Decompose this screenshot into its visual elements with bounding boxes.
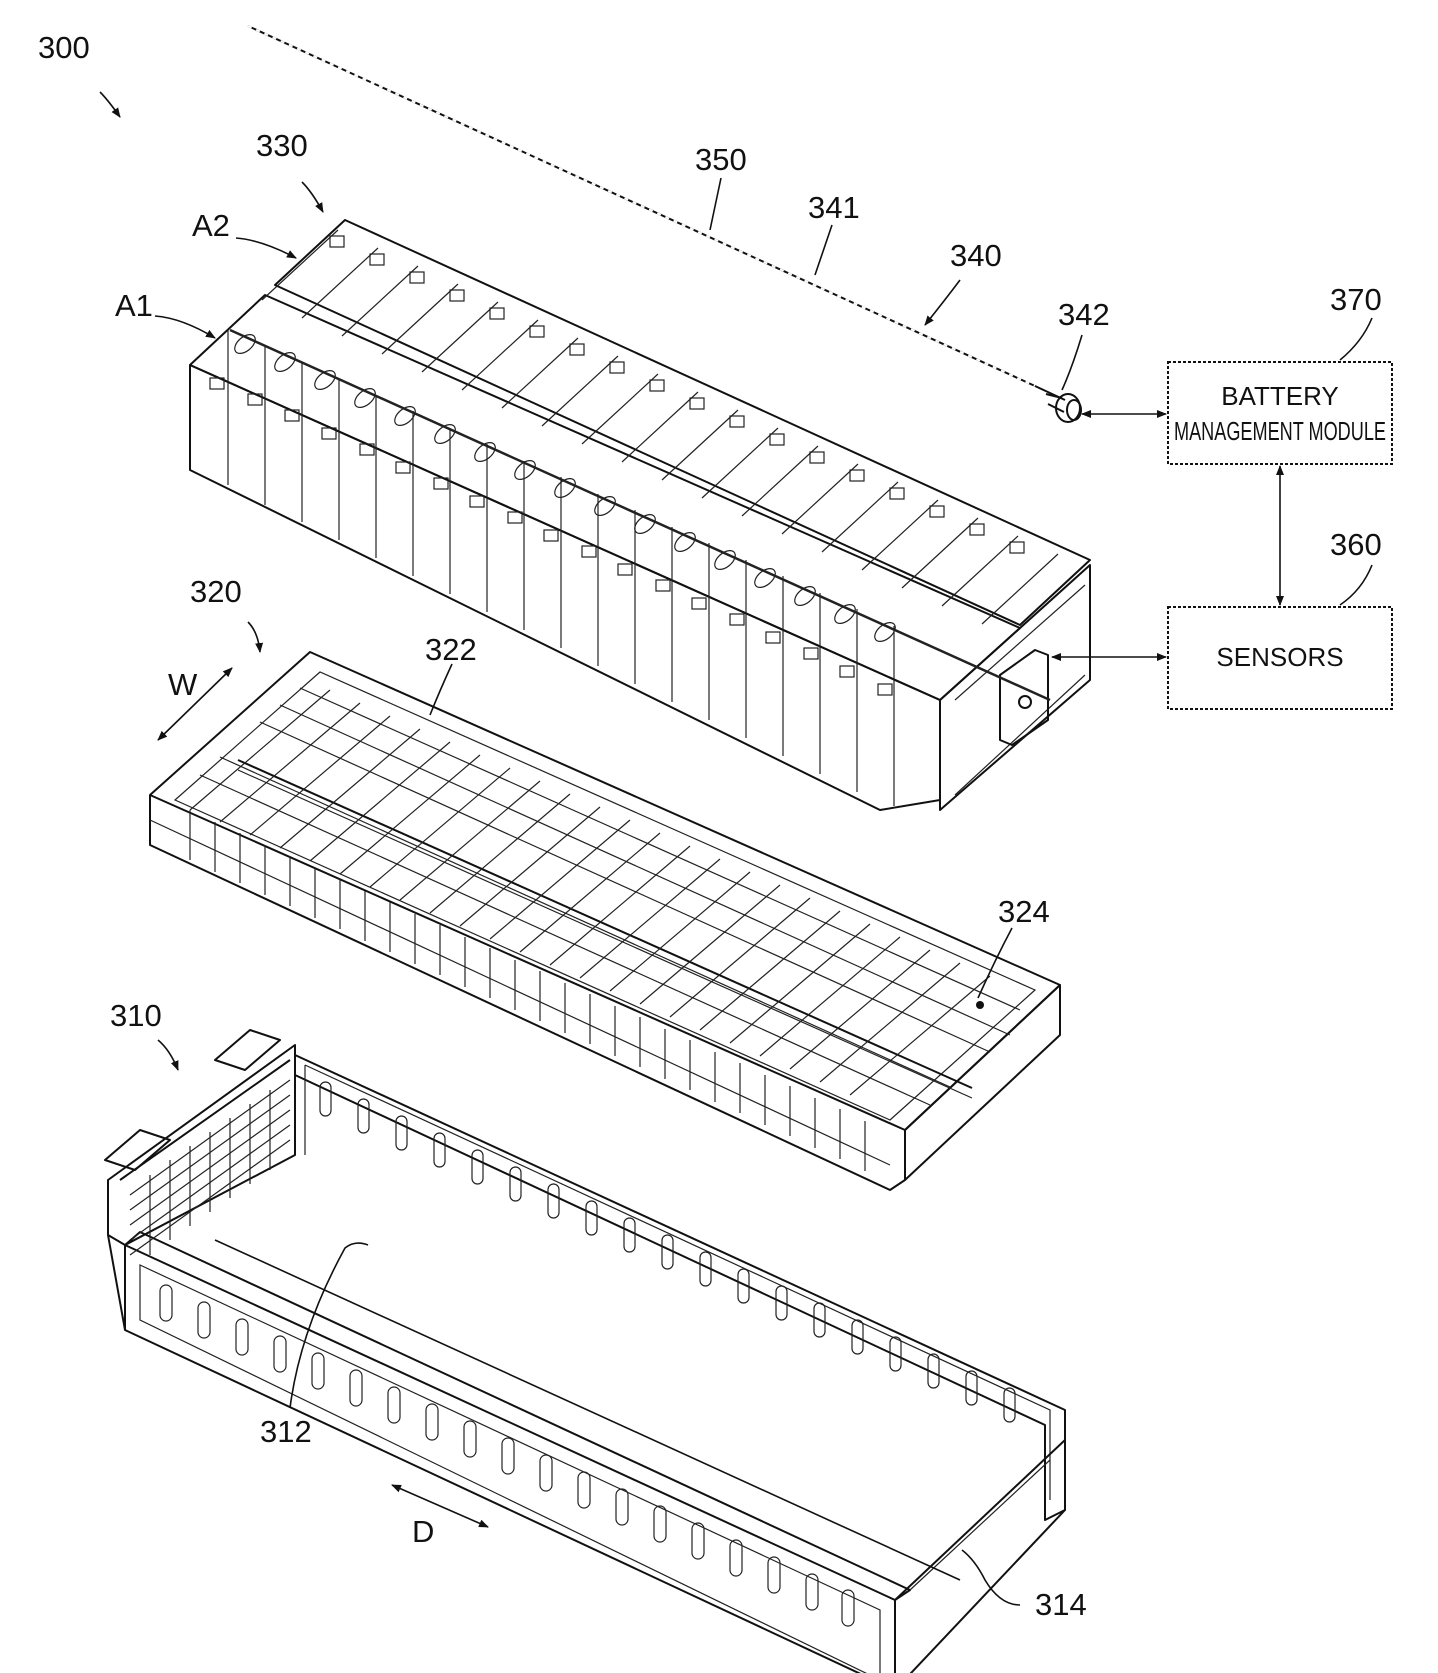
battery-cell-stack: [190, 220, 1090, 810]
label-312: 312: [260, 1414, 312, 1449]
label-324: 324: [998, 894, 1050, 929]
label-a1: A1: [115, 288, 153, 323]
label-360: 360: [1330, 527, 1382, 562]
bmm-label-line1: BATTERY: [1221, 381, 1339, 411]
label-330: 330: [256, 128, 308, 163]
label-370: 370: [1330, 282, 1382, 317]
depth-direction-arrow: [392, 1485, 488, 1527]
label-a2: A2: [192, 208, 230, 243]
label-d: D: [412, 1514, 434, 1549]
bmm-label-line2: MANAGEMENT MODULE: [1174, 416, 1386, 446]
label-w: W: [168, 667, 198, 702]
sensing-cable: [248, 26, 1081, 422]
battery-management-module-box: BATTERY MANAGEMENT MODULE: [1168, 362, 1392, 464]
signal-arrows: [158, 414, 1280, 1527]
battery-housing: [105, 1030, 1065, 1673]
label-342: 342: [1058, 297, 1110, 332]
leader-lines: [100, 92, 1372, 1605]
label-320: 320: [190, 574, 242, 609]
label-341: 341: [808, 190, 860, 225]
label-fig: 300: [38, 30, 90, 65]
label-322: 322: [425, 632, 477, 667]
sensors-box: SENSORS: [1168, 607, 1392, 709]
label-314: 314: [1035, 1587, 1087, 1622]
cooling-tray: [150, 652, 1060, 1190]
sensors-label: SENSORS: [1216, 642, 1343, 672]
label-340: 340: [950, 238, 1002, 273]
label-310: 310: [110, 998, 162, 1033]
label-350: 350: [695, 142, 747, 177]
